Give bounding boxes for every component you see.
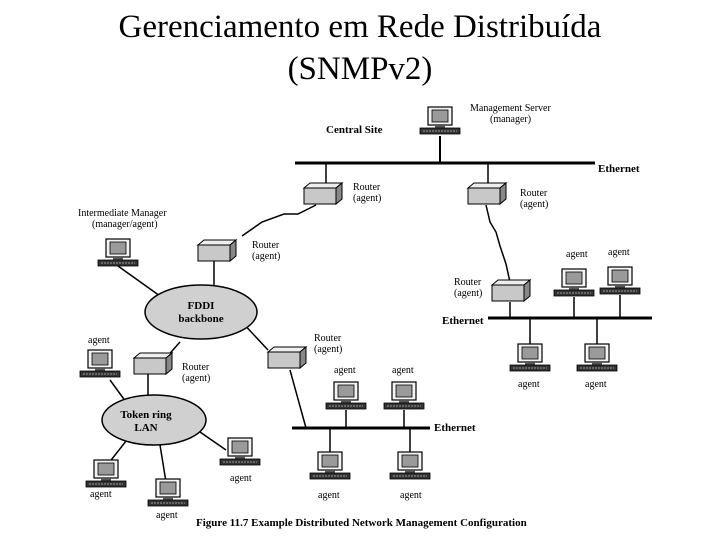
- router-central-right-role: (agent): [520, 199, 548, 210]
- router-remote-site-label: Router: [454, 277, 482, 288]
- router-token-ring-label: Router: [182, 362, 210, 373]
- router-fddi-lower-role: (agent): [314, 344, 342, 355]
- router-fddi-lower: [267, 346, 307, 369]
- agent-pc-right-bottom-left: [509, 343, 551, 372]
- agent-pc-right-bottom-right: [576, 343, 618, 372]
- intermediate-manager-label: Intermediate Manager: [78, 208, 167, 219]
- fddi-backbone-label: backbone: [178, 313, 223, 325]
- agent-label-left: agent: [88, 335, 110, 346]
- router-fddi-upper: [197, 239, 237, 262]
- router-central-left-label: Router: [353, 182, 381, 193]
- router-fddi-lower-label: Router: [314, 333, 342, 344]
- router-token-ring-role: (agent): [182, 373, 210, 384]
- fddi-backbone-ring: [144, 284, 258, 340]
- agent-label-token-right: agent: [230, 473, 252, 484]
- router-remote-site-role: (agent): [454, 288, 482, 299]
- router-central-right: [467, 182, 507, 205]
- page-title-line2: (SNMPv2): [287, 51, 433, 87]
- agent-label-bus-bottom-left: agent: [318, 490, 340, 501]
- token-ring-label: Token ring: [120, 409, 172, 421]
- agent-pc-token-bottom: [147, 478, 189, 507]
- central-site-label: Central Site: [326, 124, 383, 136]
- agent-pc-right-top-left: [553, 268, 595, 297]
- router-central-left: [303, 182, 343, 205]
- agent-pc-bus-bottom-right: [389, 451, 431, 480]
- intermediate-manager-role: (manager/agent): [92, 219, 158, 230]
- agent-pc-left: [79, 349, 121, 378]
- router-fddi-upper-role: (agent): [252, 251, 280, 262]
- token-ring-lan-label: LAN: [134, 422, 157, 434]
- agent-label-token-bottom: agent: [156, 510, 178, 521]
- router-remote-site: [491, 279, 531, 302]
- router-token-ring: [133, 352, 173, 375]
- agent-pc-bus-top-right: [383, 381, 425, 410]
- router-central-left-role: (agent): [353, 193, 381, 204]
- agent-pc-bus-top-left: [325, 381, 367, 410]
- agent-label-bus-top-left: agent: [334, 365, 356, 376]
- agent-label-right-top-left: agent: [566, 249, 588, 260]
- agent-label-bus-top-right: agent: [392, 365, 414, 376]
- agent-pc-token-left: [85, 459, 127, 488]
- wan-link-left: [241, 204, 317, 237]
- bottom-ethernet-label: Ethernet: [434, 422, 476, 434]
- top-ethernet-label: Ethernet: [598, 163, 640, 175]
- agent-label-right-top-right: agent: [608, 247, 630, 258]
- right-ethernet-label: Ethernet: [442, 315, 484, 327]
- agent-pc-right-top-right: [599, 266, 641, 295]
- router-fddi-upper-label: Router: [252, 240, 280, 251]
- agent-label-token-left: agent: [90, 489, 112, 500]
- agent-label-right-bottom-left: agent: [518, 379, 540, 390]
- fddi-label: FDDI: [188, 300, 215, 312]
- management-server-pc: [419, 106, 461, 135]
- router-central-right-label: Router: [520, 188, 548, 199]
- agent-label-right-bottom-right: agent: [585, 379, 607, 390]
- intermediate-manager-pc: [97, 238, 139, 267]
- page-title-line1: Gerenciamento em Rede Distribuída: [118, 9, 602, 45]
- management-server-label: Management Server: [470, 103, 551, 114]
- management-server-role: (manager): [490, 114, 531, 125]
- agent-pc-bus-bottom-left: [309, 451, 351, 480]
- agent-pc-token-right: [219, 437, 261, 466]
- agent-label-bus-bottom-right: agent: [400, 490, 422, 501]
- wan-link-right: [485, 204, 511, 283]
- token-ring-lan: [101, 394, 207, 446]
- figure-caption: Figure 11.7 Example Distributed Network …: [196, 517, 527, 529]
